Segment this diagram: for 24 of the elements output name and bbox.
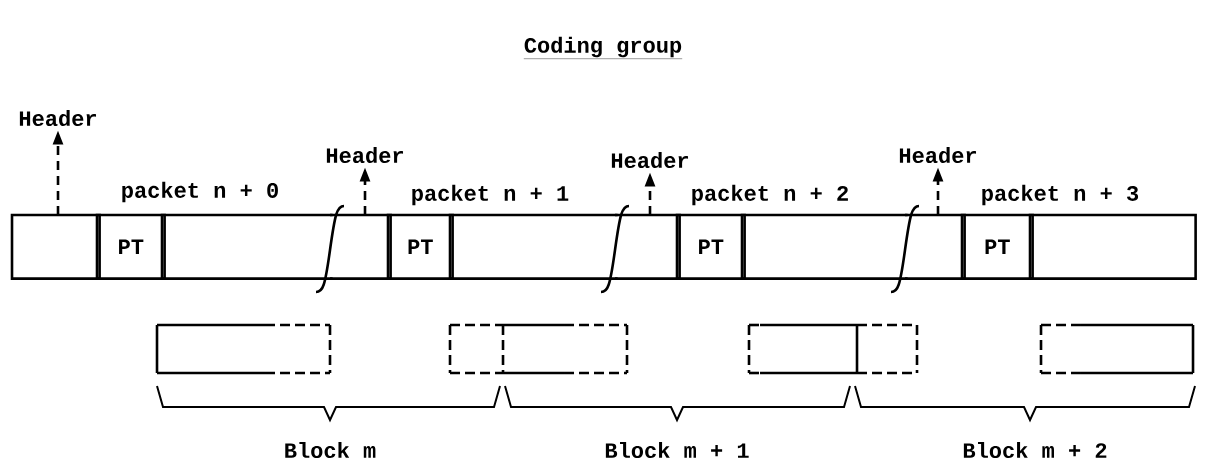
packet-field [1028, 213, 1197, 280]
packet-label: packet n + 0 [122, 181, 278, 203]
block-label: Block m + 2 [963, 441, 1107, 459]
title: Coding group [523, 36, 683, 59]
block-label: Block m [285, 441, 376, 459]
header-label: Header [326, 146, 403, 164]
packet-label: packet n + 1 [412, 184, 569, 206]
header-label: Header [19, 109, 96, 127]
pt-field: PT [386, 213, 454, 280]
pt-field: PT [95, 213, 166, 280]
packet-field [448, 213, 618, 280]
block-label: Block m + 1 [605, 441, 749, 459]
pt-field: PT [960, 213, 1034, 280]
packet-field [740, 213, 908, 280]
packet-label: packet n + 3 [982, 184, 1139, 206]
packet-field [905, 213, 966, 280]
pt-field: PT [675, 213, 746, 280]
packet-field [615, 213, 681, 280]
header-label: Header [899, 146, 977, 164]
header-label: Header [611, 151, 688, 169]
packet-label: packet n + 2 [692, 184, 848, 206]
packet-field [330, 213, 392, 280]
packet-field [160, 213, 333, 280]
packet-field [10, 213, 101, 280]
